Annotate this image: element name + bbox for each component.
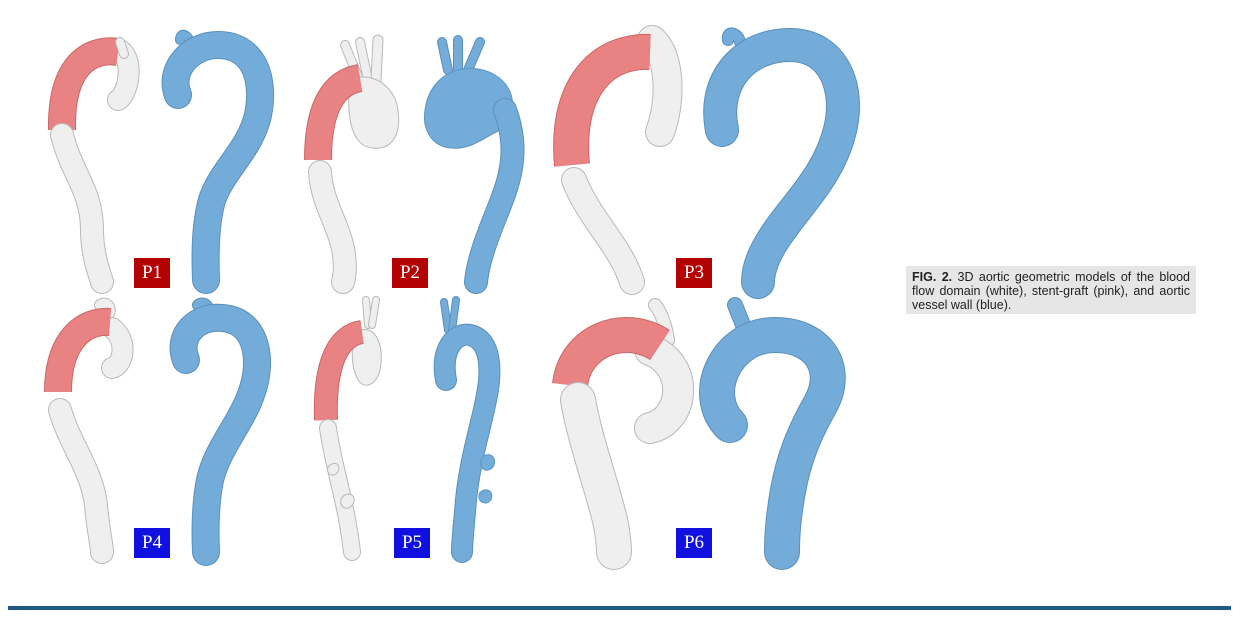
p5-blue-wall — [434, 324, 500, 562]
caption-text: 3D aortic geometric models of the blood … — [912, 270, 1190, 312]
p3-blue-branch — [722, 28, 745, 47]
p5-blue-lump-1 — [480, 454, 495, 471]
p2-white-descending — [309, 161, 356, 293]
p5-blue-lump-2 — [478, 489, 493, 504]
p4-blue-wall — [170, 304, 270, 565]
p1-stent-graft-arch — [49, 38, 120, 126]
figure-caption: FIG. 2. 3D aortic geometric models of th… — [906, 266, 1196, 314]
p5-blue-branch-1 — [441, 299, 451, 333]
p2-white-root — [348, 76, 400, 149]
p3-blue-wall — [704, 28, 859, 298]
p6-white-branch — [649, 299, 674, 346]
p2-blue-descending — [465, 99, 524, 293]
panel-label-p1: P1 — [134, 258, 170, 288]
panel-label-p3: P3 — [676, 258, 712, 288]
p4-white-descending — [49, 399, 113, 563]
p6-stent-graft-arch — [553, 318, 670, 389]
caption-label: FIG. 2. — [912, 270, 953, 284]
p6-white-root — [635, 335, 694, 443]
p3-white-root — [638, 26, 682, 146]
bottom-rule — [8, 606, 1231, 610]
p6-white-descending — [561, 383, 631, 569]
p5-stent-graft-arch — [314, 321, 365, 421]
p5-white-lump-2 — [340, 493, 355, 509]
p1-white-branch — [116, 38, 128, 58]
p2-stent-graft-arch — [305, 65, 363, 161]
panel-label-p2: P2 — [392, 258, 428, 288]
p3-white-descending — [562, 168, 644, 294]
panel-label-p6: P6 — [676, 528, 712, 558]
p4-white-root — [102, 318, 133, 378]
p5-white-branch-2 — [369, 297, 379, 328]
panel-label-p5: P5 — [394, 528, 430, 558]
panel-label-p4: P4 — [134, 528, 170, 558]
p4-stent-graft-arch — [45, 308, 111, 393]
p6-blue-wall — [700, 317, 845, 569]
p1-blue-wall — [162, 31, 274, 293]
p5-blue-branch-2 — [449, 297, 459, 333]
p2-blue-branch-1 — [438, 38, 452, 74]
p1-white-descending — [51, 124, 113, 293]
p3-stent-graft-arch — [554, 34, 651, 167]
p2-blue-branch-3 — [464, 38, 484, 74]
p5-white-lump-1 — [327, 462, 340, 476]
p2-white-branch-2 — [356, 38, 372, 84]
p5-white-branch-1 — [363, 297, 371, 328]
p5-white-descending — [320, 420, 360, 560]
p2-white-branch-3 — [371, 35, 383, 85]
